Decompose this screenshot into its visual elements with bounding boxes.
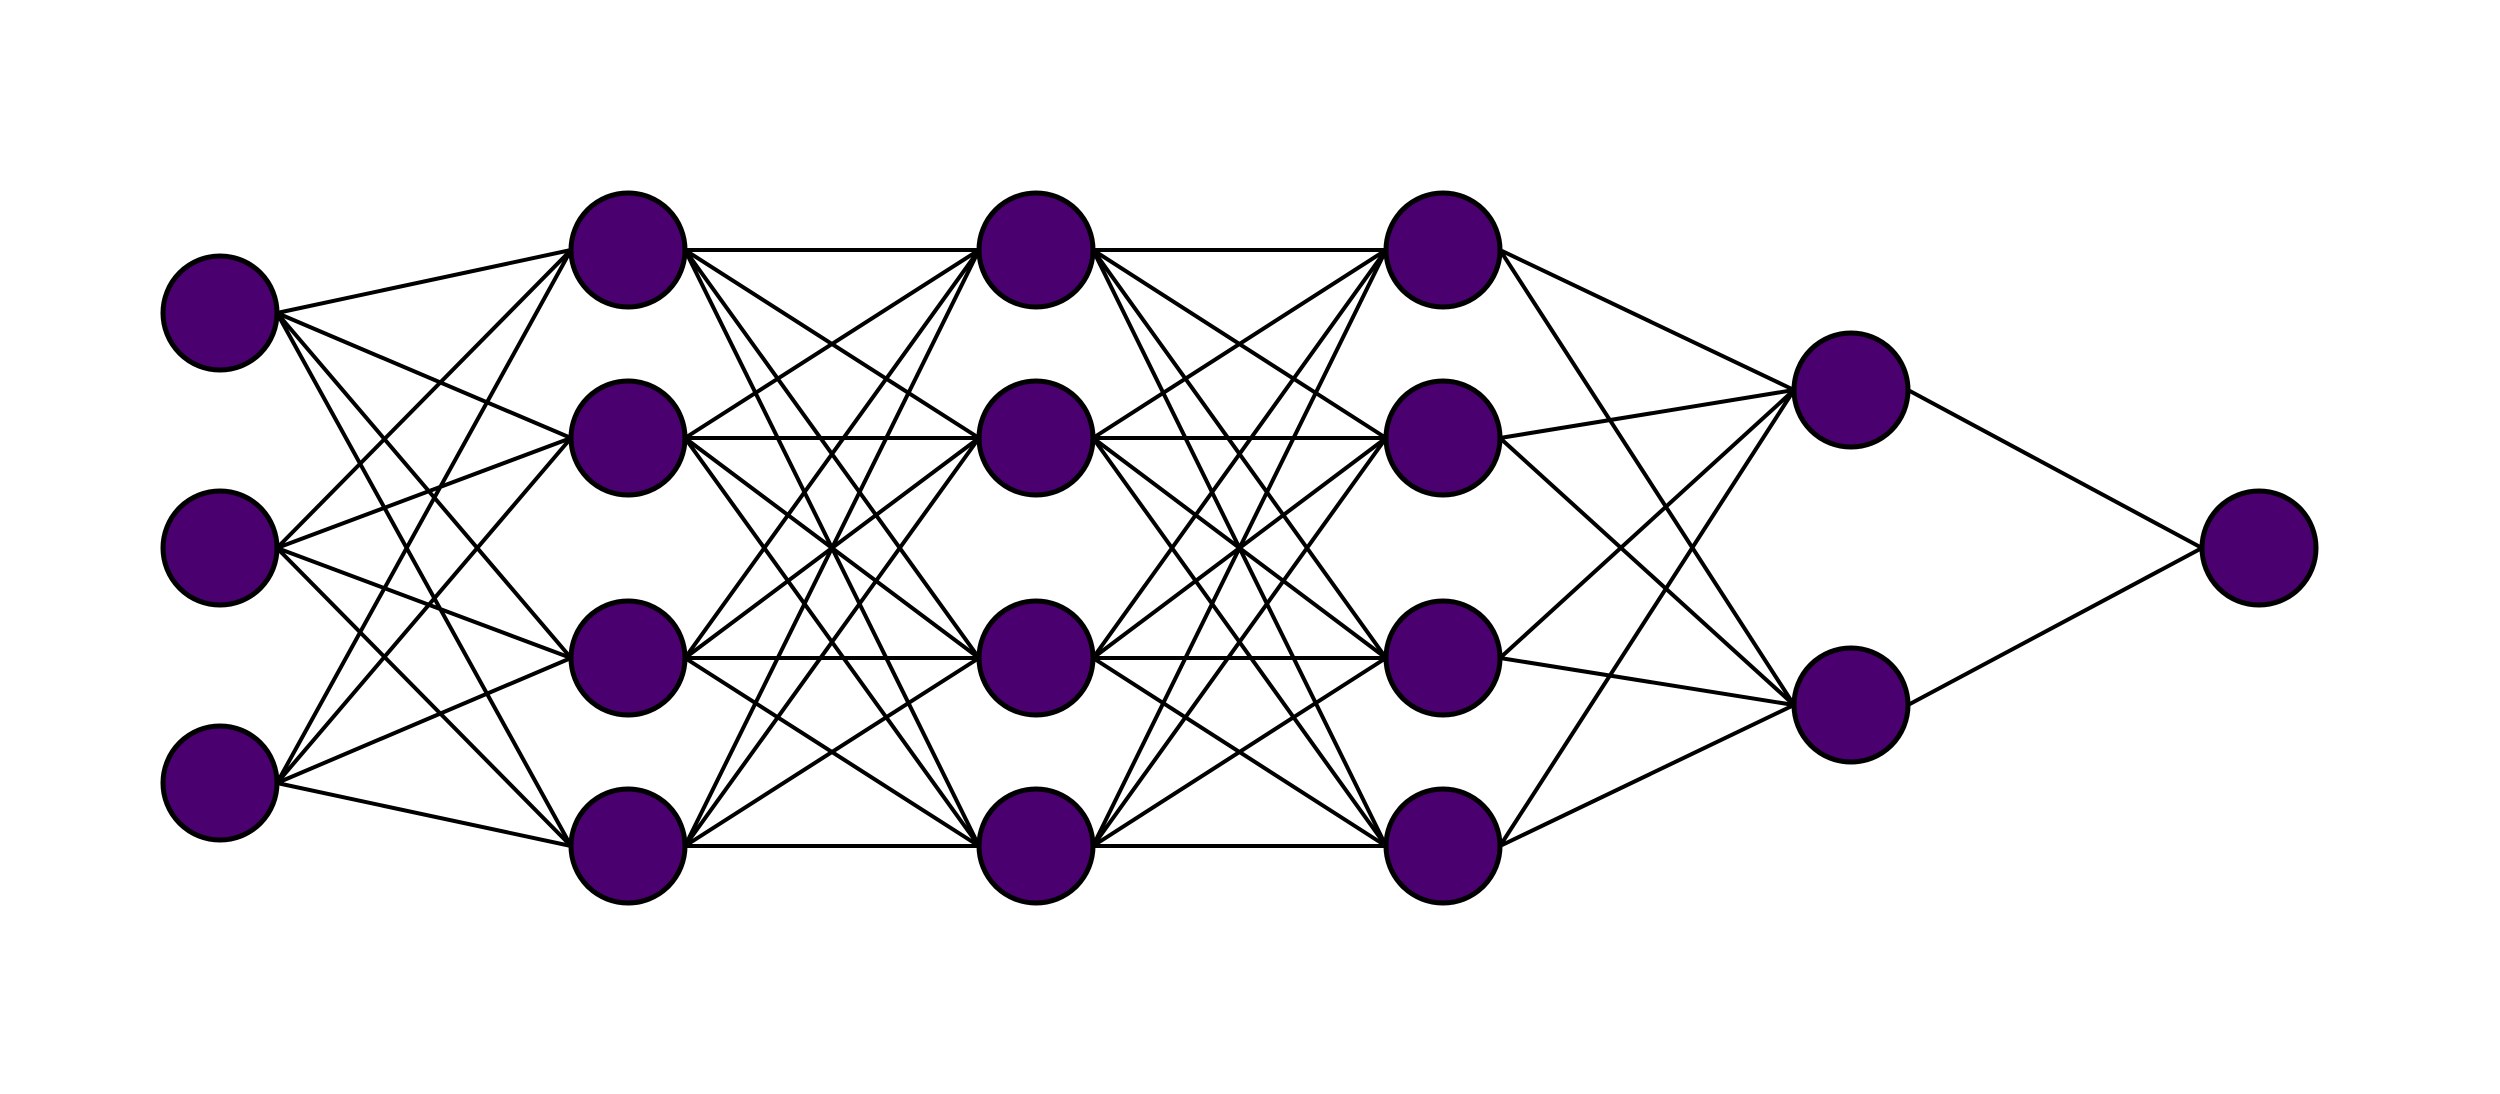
edge-l2-n2-to-l3-n0 (1091, 248, 1388, 660)
hidden-2-neuron-4 (976, 786, 1096, 906)
edge-l3-n3-to-l4-n0 (1498, 388, 1796, 848)
hidden-3-neuron-4 (1383, 786, 1503, 906)
edge-l3-n1-to-l4-n0 (1499, 388, 1795, 440)
edge-l2-n3-to-l3-n2 (1091, 656, 1388, 848)
edge-l2-n3-to-l3-n1 (1091, 436, 1388, 848)
edge-l1-n3-to-l2-n2 (683, 656, 981, 848)
output-neuron-1 (2199, 488, 2319, 608)
edge-l3-n0-to-l4-n0 (1499, 248, 1795, 392)
hidden-3-neuron-1 (1383, 190, 1503, 310)
edge-l0-n0-to-l1-n2 (275, 311, 573, 660)
hidden-2-neuron-1 (976, 190, 1096, 310)
edge-l0-n2-to-l1-n1 (275, 436, 573, 785)
edge-l3-n2-to-l4-n1 (1499, 656, 1795, 707)
edge-l0-n1-to-l1-n1 (276, 436, 572, 550)
edge-l0-n0-to-l1-n3 (275, 312, 573, 847)
edge-l4-n0-to-l5-n0 (1907, 388, 2203, 550)
edge-l0-n0-to-l1-n1 (276, 311, 572, 440)
hidden-1-neuron-1 (568, 190, 688, 310)
connections (275, 248, 2203, 848)
edge-l3-n1-to-l4-n1 (1498, 436, 1796, 707)
edge-l3-n0-to-l4-n1 (1498, 248, 1796, 707)
edge-l0-n0-to-l1-n0 (276, 248, 572, 315)
edge-l1-n2-to-l2-n0 (683, 248, 981, 660)
edge-l1-n3-to-l2-n0 (683, 249, 981, 847)
hidden-2-neuron-3 (976, 598, 1096, 718)
input-neuron-3 (160, 723, 280, 843)
hidden-3-neuron-3 (1383, 598, 1503, 718)
edge-l0-n1-to-l1-n0 (275, 248, 573, 550)
hidden-4-neuron-1 (1791, 330, 1911, 450)
input-neuron-2 (160, 488, 280, 608)
hidden-1-neuron-3 (568, 598, 688, 718)
edge-l0-n2-to-l1-n0 (275, 249, 573, 784)
hidden-1-neuron-4 (568, 786, 688, 906)
hidden-1-neuron-2 (568, 378, 688, 498)
input-neuron-1 (160, 253, 280, 373)
edge-l2-n3-to-l3-n0 (1091, 249, 1388, 847)
hidden-4-neuron-2 (1791, 645, 1911, 765)
neurons (160, 190, 2319, 906)
edge-l2-n1-to-l3-n0 (1091, 248, 1388, 440)
hidden-3-neuron-2 (1383, 378, 1503, 498)
edge-l3-n2-to-l4-n0 (1498, 388, 1796, 660)
hidden-2-neuron-2 (976, 378, 1096, 498)
edge-l3-n3-to-l4-n1 (1499, 703, 1795, 848)
edge-l1-n3-to-l2-n1 (683, 436, 981, 848)
edge-l4-n1-to-l5-n0 (1907, 546, 2203, 707)
edge-l0-n2-to-l1-n3 (276, 781, 572, 848)
edge-l0-n1-to-l1-n3 (275, 546, 573, 848)
edge-l0-n1-to-l1-n2 (276, 546, 572, 660)
edge-l1-n1-to-l2-n0 (683, 248, 981, 440)
edge-l0-n2-to-l1-n2 (276, 656, 572, 785)
